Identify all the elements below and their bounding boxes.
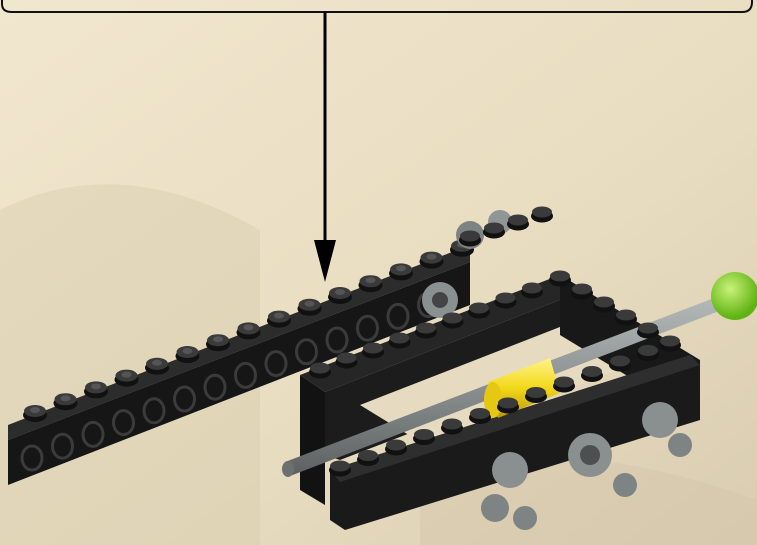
callout-box [1, 0, 753, 13]
stud-highlight [182, 348, 193, 354]
stud-highlight [304, 300, 315, 307]
stud [469, 302, 489, 314]
beam-hole [356, 314, 379, 342]
stud [582, 366, 602, 377]
bottom-connectors [481, 402, 692, 530]
frame-studs [309, 206, 681, 477]
stud [638, 322, 658, 334]
stud [363, 342, 383, 354]
stud [594, 296, 614, 308]
stud [522, 282, 542, 294]
stud-highlight [396, 265, 406, 272]
long-beam [8, 239, 474, 485]
stud [498, 397, 518, 409]
beam-hole [112, 409, 135, 437]
stud-highlight [60, 395, 71, 402]
beam-hole [142, 397, 166, 425]
stud [310, 362, 330, 374]
stud [572, 283, 592, 295]
stud [330, 460, 350, 472]
stud [484, 222, 504, 234]
stud [386, 439, 406, 451]
beam-hole [264, 350, 288, 378]
stud [526, 387, 546, 398]
beam-hole [203, 373, 227, 401]
stud [414, 429, 434, 440]
stud [460, 230, 480, 242]
stud-highlight [335, 289, 345, 295]
long-beam-holes [20, 291, 440, 472]
green-ball-end [711, 272, 757, 320]
stud-highlight [243, 324, 254, 331]
stud [616, 309, 636, 321]
beam-hole [81, 420, 105, 448]
stud-highlight [30, 407, 40, 413]
stud [389, 332, 410, 344]
stud-highlight [426, 253, 437, 260]
beam-hole [386, 302, 410, 330]
stud [532, 206, 552, 218]
stud-highlight [365, 277, 376, 284]
stud-highlight [91, 383, 101, 390]
stud [610, 355, 630, 367]
stud [470, 408, 490, 419]
beam-hole [20, 444, 44, 472]
stud [442, 418, 462, 430]
stud-highlight [121, 371, 132, 378]
beam-hole [325, 326, 349, 354]
stud [508, 214, 528, 226]
stud [495, 292, 516, 304]
pointer-arrow [314, 12, 336, 282]
stud [550, 270, 570, 282]
stud-highlight [213, 336, 223, 343]
beam-hole [173, 385, 196, 413]
stud [660, 335, 680, 347]
stud [416, 322, 436, 334]
stud [638, 345, 658, 356]
beam-hole [295, 338, 318, 366]
stud [336, 352, 357, 364]
stud [358, 450, 378, 461]
beam-hole [234, 361, 257, 389]
stud [554, 376, 574, 388]
beam-hole [51, 432, 74, 460]
long-beam-studs [23, 239, 474, 422]
stud-highlight [274, 312, 284, 319]
stud [442, 312, 463, 324]
stud-highlight [152, 359, 162, 366]
